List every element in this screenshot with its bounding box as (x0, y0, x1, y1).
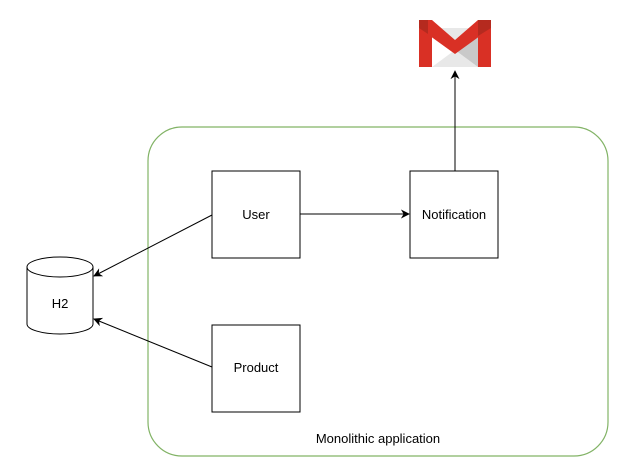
product-node-label: Product (234, 360, 279, 375)
user-node[interactable]: User (211, 170, 301, 259)
h2-database-node[interactable]: H2 (26, 256, 94, 335)
h2-database-label: H2 (52, 296, 69, 311)
notification-node-label: Notification (422, 207, 486, 222)
user-node-label: User (242, 207, 270, 222)
notification-node[interactable]: Notification (409, 170, 499, 259)
product-node[interactable]: Product (211, 324, 301, 413)
monolith-container[interactable] (147, 126, 609, 457)
gmail-icon (419, 20, 491, 67)
edge-user-to-h2 (93, 214, 213, 277)
monolith-container-label: Monolithic application (316, 431, 440, 446)
edge-product-to-h2 (93, 317, 213, 368)
